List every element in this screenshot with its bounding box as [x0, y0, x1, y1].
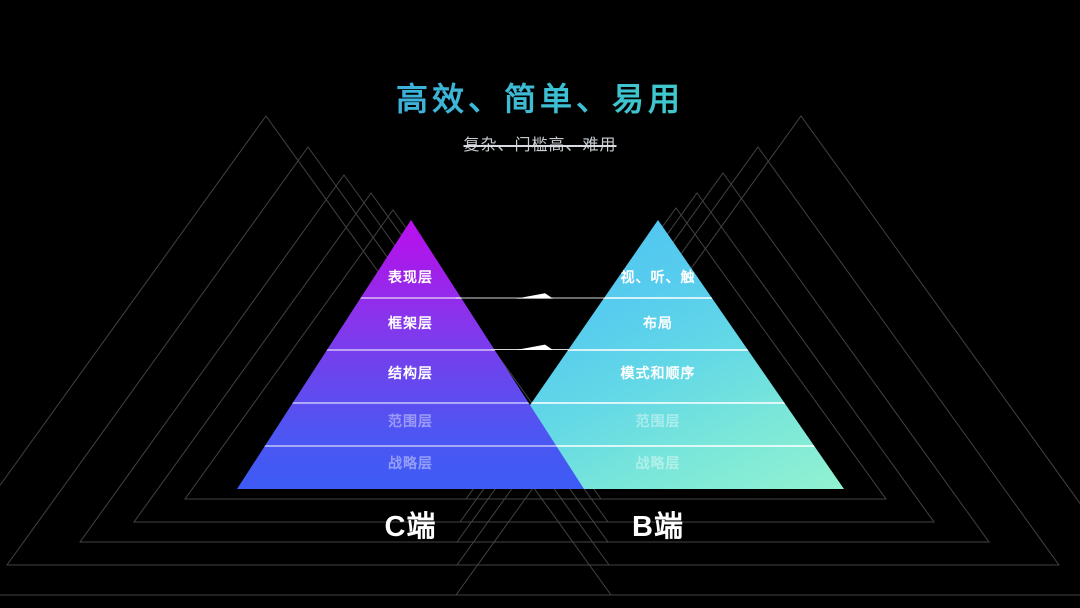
pyramid-c-layer-label: 框架层	[388, 315, 433, 331]
arrow-right-icon	[491, 344, 572, 350]
layer-divider	[472, 349, 844, 351]
strikethrough-subtitle: 复杂、门槛高、难用	[463, 137, 617, 154]
layer-divider	[237, 297, 584, 299]
pyramid-c-layer-label: 战略层	[388, 455, 433, 471]
pyramid-c-layer-label: 结构层	[388, 365, 433, 381]
pyramid-c-layer-label: 表现层	[388, 269, 433, 285]
pyramid-c: 表现层 框架层 结构层 范围层 战略层	[237, 220, 584, 489]
page-title: 高效、简单、易用	[0, 74, 1080, 120]
pyramid-b-caption: B端	[632, 511, 684, 543]
pyramid-b-layer-label: 视、听、触	[620, 269, 696, 285]
pyramid-c-layer-label: 范围层	[388, 413, 433, 429]
layer-divider	[472, 297, 844, 299]
pyramid-b-layer-label: 布局	[643, 315, 673, 331]
layer-divider	[237, 349, 584, 351]
arrow-right-icon	[456, 293, 604, 299]
layer-divider	[237, 445, 584, 447]
pyramid-b-layer-label: 模式和顺序	[620, 365, 696, 381]
